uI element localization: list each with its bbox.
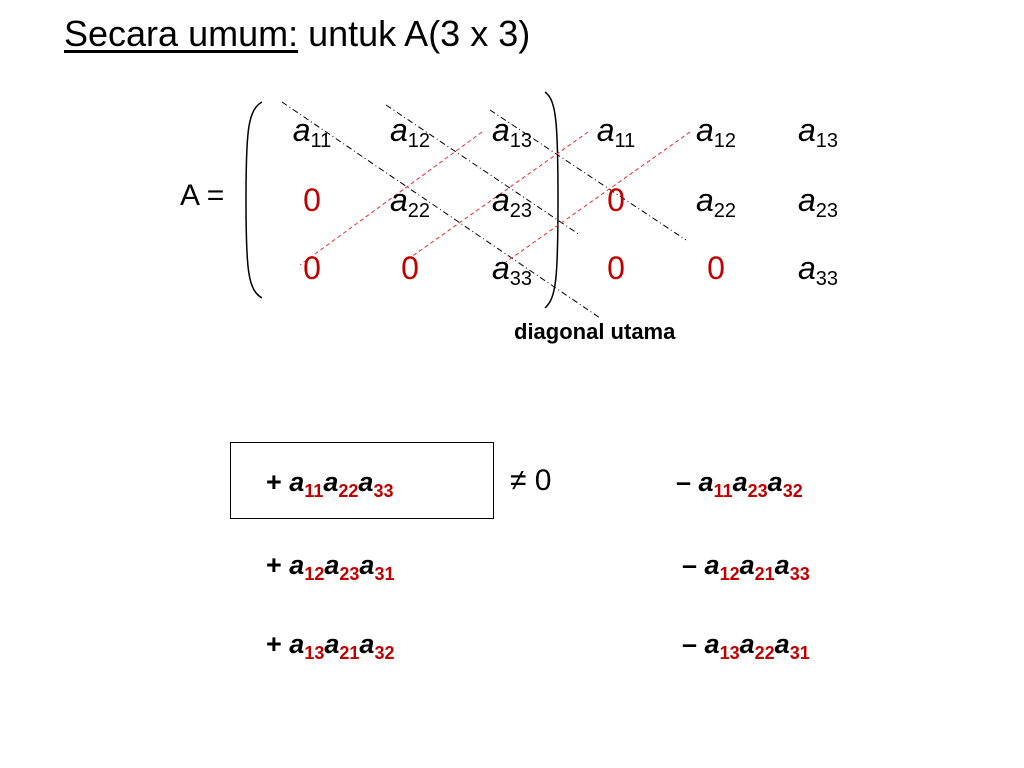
matrix-cell-r3-c3: a33 (491, 250, 533, 290)
diagonal-label: diagonal utama (514, 319, 676, 344)
diagonal-line-3 (489, 109, 687, 241)
matrix-cell-r3-c5: 0 (707, 250, 725, 286)
negative-term-3: – a13a22a31 (682, 629, 810, 663)
right-bracket (544, 91, 559, 309)
matrix-cell-r3-c6: a33 (797, 250, 839, 290)
negative-term-1: – a11a23a32 (676, 467, 803, 501)
page-title: Secara umum: untuk A(3 x 3) (64, 12, 530, 56)
positive-term-3: + a13a21a32 (266, 629, 395, 663)
matrix-cell-r1-c5: a12 (695, 112, 737, 152)
matrix-cell-r1-c4: a11 (596, 112, 636, 152)
left-bracket (245, 101, 263, 299)
positive-term-1: + a11a22a33 (266, 467, 394, 501)
positive-term-2: + a12a23a31 (266, 550, 395, 584)
matrix-cell-r3-c1: 0 (303, 250, 321, 286)
title-underlined: Secara umum: (64, 13, 299, 54)
matrix-cell-r1-c3: a13 (491, 112, 533, 152)
title-rest: untuk A(3 x 3) (298, 13, 531, 54)
matrix-cell-r3-c2: 0 (401, 250, 419, 286)
matrix-cell-r3-c4: 0 (607, 250, 625, 286)
matrix-label: A = (180, 179, 225, 212)
matrix-cell-r2-c4: 0 (607, 182, 625, 218)
matrix-cell-r1-c2: a12 (389, 112, 431, 152)
anti-diagonal-line-2 (403, 131, 589, 263)
matrix-cell-r2-c6: a23 (797, 182, 839, 222)
matrix-cell-r2-c2: a22 (389, 182, 431, 222)
matrix-cell-r1-c6: a13 (797, 112, 839, 152)
matrix-cell-r1-c1: a11 (292, 112, 332, 152)
anti-diagonal-line-1 (299, 131, 483, 266)
highlight-box (230, 442, 494, 519)
negative-term-2: – a12a21a33 (682, 550, 810, 584)
matrix-cell-r2-c3: a23 (491, 182, 533, 222)
matrix-cell-r2-c1: 0 (303, 182, 321, 218)
anti-diagonal-line-3 (505, 131, 691, 263)
matrix-cell-r2-c5: a22 (695, 182, 737, 222)
not-equal-zero: ≠ 0 (510, 464, 552, 497)
